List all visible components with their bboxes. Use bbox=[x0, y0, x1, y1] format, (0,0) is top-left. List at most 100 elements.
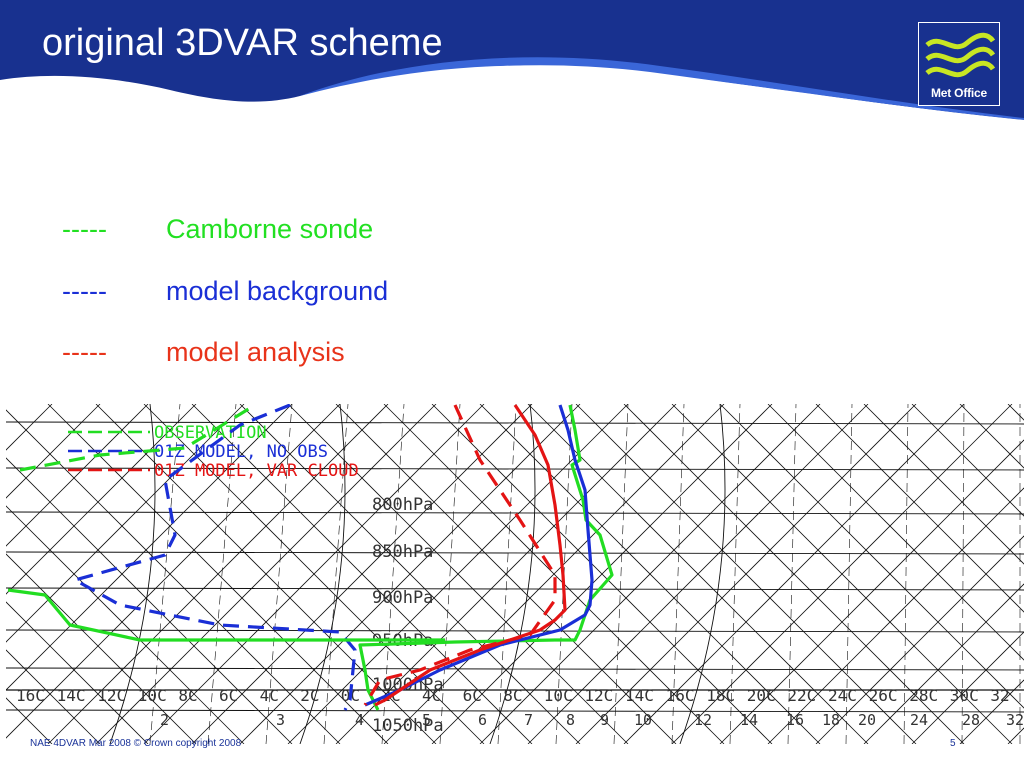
temperature-label: 6C bbox=[463, 686, 482, 705]
slide-title: original 3DVAR scheme bbox=[42, 22, 443, 64]
isotherm-line bbox=[863, 583, 1024, 744]
isotherm-line bbox=[911, 631, 1024, 744]
temperature-label: 8C bbox=[178, 686, 197, 705]
plot-legend-label: OBSERVATION bbox=[154, 423, 267, 443]
mixing-ratio-label: 28 bbox=[962, 711, 980, 729]
temperature-label: 8C bbox=[503, 686, 522, 705]
temperature-label: 12C bbox=[97, 686, 126, 705]
header-swoosh-white bbox=[300, 65, 1024, 120]
mixing-ratio-label: 8 bbox=[566, 711, 575, 729]
temperature-label: 20C bbox=[747, 686, 776, 705]
isobar-line bbox=[6, 667, 1024, 671]
isentrope-line bbox=[6, 409, 341, 744]
temperature-label: 32 bbox=[990, 686, 1009, 705]
isentrope-line bbox=[6, 601, 149, 744]
temperature-label: 30C bbox=[950, 686, 979, 705]
mixing-ratio-label: 10 bbox=[634, 711, 652, 729]
pressure-label: 1050hPa bbox=[372, 716, 444, 736]
temperature-label: 16C bbox=[16, 686, 45, 705]
isobar-line bbox=[6, 551, 1024, 555]
legend-dash: ----- bbox=[62, 276, 107, 306]
chart-grid bbox=[6, 404, 1024, 744]
isentrope-line bbox=[431, 404, 773, 744]
mixing-ratio-line bbox=[961, 404, 965, 744]
mixing-ratio-line bbox=[903, 404, 909, 744]
mixing-ratio-line bbox=[787, 404, 797, 744]
mixing-ratio-line bbox=[671, 404, 685, 744]
mixing-ratio-label: 12 bbox=[694, 711, 712, 729]
temperature-label: 16C bbox=[666, 686, 695, 705]
series-temperature-line bbox=[364, 404, 594, 707]
mixing-ratio-label: 5 bbox=[422, 711, 431, 729]
mixing-ratio-label: 2 bbox=[160, 711, 169, 729]
mixing-ratio-label: 18 bbox=[822, 711, 840, 729]
isentrope-line bbox=[911, 404, 1024, 517]
isentrope-line bbox=[6, 649, 101, 744]
isotherm-line bbox=[6, 404, 149, 547]
temperature-label: 26C bbox=[869, 686, 898, 705]
mixing-ratio-line bbox=[439, 404, 461, 744]
temperature-label: 22C bbox=[787, 686, 816, 705]
isentrope-line bbox=[815, 404, 1024, 613]
mixing-ratio-label: 16 bbox=[786, 711, 804, 729]
saturated-adiabat-line bbox=[679, 404, 726, 744]
mixing-ratio-label: 20 bbox=[858, 711, 876, 729]
mixing-ratio-label: 24 bbox=[910, 711, 928, 729]
isentrope-line bbox=[191, 404, 533, 744]
mixing-ratio-label: 4 bbox=[355, 711, 364, 729]
isentrope-line bbox=[623, 404, 965, 744]
temperature-label: 2C bbox=[300, 686, 319, 705]
isentrope-line bbox=[6, 457, 293, 744]
saturated-adiabat-line bbox=[299, 404, 346, 744]
isentrope-line bbox=[143, 404, 485, 744]
isotherm-line bbox=[6, 404, 101, 499]
isobar-line bbox=[6, 709, 1024, 713]
plot-legend-label: 01Z MODEL, NO OBS bbox=[154, 442, 328, 462]
legend-dash: ----- bbox=[62, 214, 107, 244]
header-swoosh bbox=[0, 0, 1024, 120]
isentrope-line bbox=[335, 404, 677, 744]
temperature-label: 4C bbox=[422, 686, 441, 705]
temperature-label: 24C bbox=[828, 686, 857, 705]
footer-copyright: NAE 4DVAR Mar 2008 © Crown copyright 200… bbox=[30, 738, 242, 749]
mixing-ratio-line bbox=[845, 404, 853, 744]
series-temperature-line bbox=[7, 588, 445, 642]
mixing-ratio-line bbox=[497, 404, 517, 744]
plot-legend-label: 01Z MODEL, VAR CLOUD bbox=[154, 461, 359, 481]
temperature-label: 18C bbox=[706, 686, 735, 705]
temperature-label: 14C bbox=[625, 686, 654, 705]
series-dewpoint-line bbox=[19, 404, 256, 472]
temperature-label: 4C bbox=[260, 686, 279, 705]
mixing-ratio-line bbox=[729, 404, 741, 744]
mixing-ratio-label: 3 bbox=[276, 711, 285, 729]
isentrope-line bbox=[47, 404, 389, 744]
isentrope-line bbox=[6, 505, 245, 744]
legend-item-sonde: ----- Camborne sonde bbox=[62, 214, 373, 245]
temperature-label: 10C bbox=[544, 686, 573, 705]
temperature-label: 14C bbox=[57, 686, 86, 705]
saturated-adiabat-line bbox=[489, 404, 536, 744]
mixing-ratio-line bbox=[207, 404, 237, 744]
pressure-label: 700hPa bbox=[372, 404, 433, 409]
legend-label: Camborne sonde bbox=[166, 214, 374, 244]
legend-dash: ----- bbox=[62, 337, 107, 367]
isobar-line bbox=[6, 421, 1024, 425]
isentrope-line bbox=[575, 404, 917, 744]
isentrope-line bbox=[719, 404, 1024, 709]
temperature-label: 6C bbox=[219, 686, 238, 705]
met-office-logo: Met Office bbox=[918, 22, 1000, 106]
mixing-ratio-label: 32 bbox=[1006, 711, 1024, 729]
isentrope-line bbox=[767, 404, 1024, 661]
logo-text: Met Office bbox=[930, 86, 987, 100]
wave-icon bbox=[925, 32, 996, 78]
legend-label: model background bbox=[166, 276, 389, 306]
legend-item-analysis: -----model analysis bbox=[62, 337, 345, 368]
pressure-label: 850hPa bbox=[372, 542, 433, 562]
isentrope-line bbox=[6, 553, 197, 744]
series-temperature-line bbox=[374, 404, 567, 707]
isentrope-line bbox=[671, 404, 1013, 744]
mixing-ratio-line bbox=[265, 404, 293, 744]
mixing-ratio-label: 6 bbox=[478, 711, 487, 729]
mixing-ratio-line bbox=[149, 404, 181, 744]
pressure-label: 800hPa bbox=[372, 495, 433, 515]
